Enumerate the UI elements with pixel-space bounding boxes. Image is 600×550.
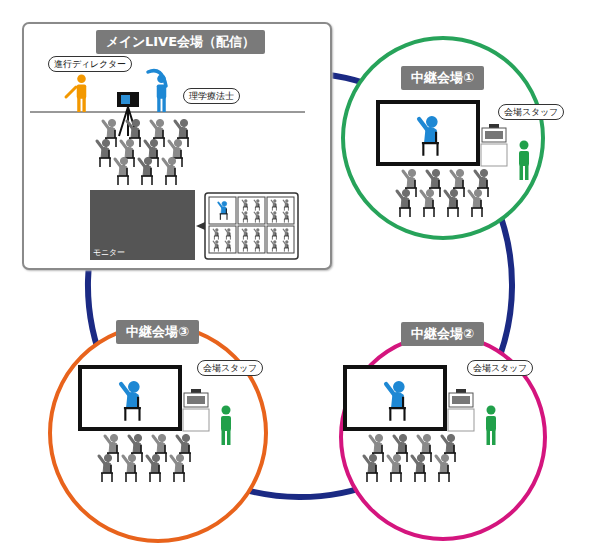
venue-outline: [50, 325, 266, 541]
role-text: 進行ディレクター: [54, 57, 126, 71]
venue-area: 中継会場②会場スタッフ: [338, 332, 548, 542]
director-figure: [77, 74, 87, 112]
relay-venue-1: [378, 102, 529, 217]
role-text: 会場スタッフ: [473, 361, 527, 375]
relay-venue-2: [345, 367, 496, 482]
role-label: 会場スタッフ: [467, 360, 533, 376]
venue-area: 中継会場③ 会場スタッフ: [47, 322, 269, 544]
relay-venue-3: [80, 367, 231, 482]
venue-title: メインLIVE会場（配信）: [96, 30, 265, 54]
role-label: 理学療法士: [183, 88, 240, 104]
venue-circle: [47, 322, 269, 544]
monitor-label: モニター: [93, 247, 125, 258]
venue-area: 中継会場①会場スタッフ: [340, 35, 546, 241]
monitor-callout: [205, 193, 298, 259]
venue-outline: [341, 335, 545, 539]
monitor-box: モニター: [90, 190, 195, 260]
role-label: 進行ディレクター: [48, 56, 132, 72]
role-text: 会場スタッフ: [203, 361, 257, 375]
venue-outline: [343, 38, 543, 238]
main-stage: [30, 71, 305, 259]
camera: [117, 92, 139, 107]
role-text: 理学療法士: [189, 89, 234, 103]
venue-title: 中継会場②: [401, 322, 484, 346]
role-text: 会場スタッフ: [504, 105, 558, 119]
venue-area: メインLIVE会場（配信） 進行ディレクター理学療法士モニター: [22, 22, 332, 270]
role-label: 会場スタッフ: [498, 104, 564, 120]
venue-title: 中継会場③: [116, 320, 199, 344]
role-label: 会場スタッフ: [197, 360, 263, 376]
therapist-figure: [157, 74, 167, 112]
venue-title: 中継会場①: [401, 66, 484, 90]
